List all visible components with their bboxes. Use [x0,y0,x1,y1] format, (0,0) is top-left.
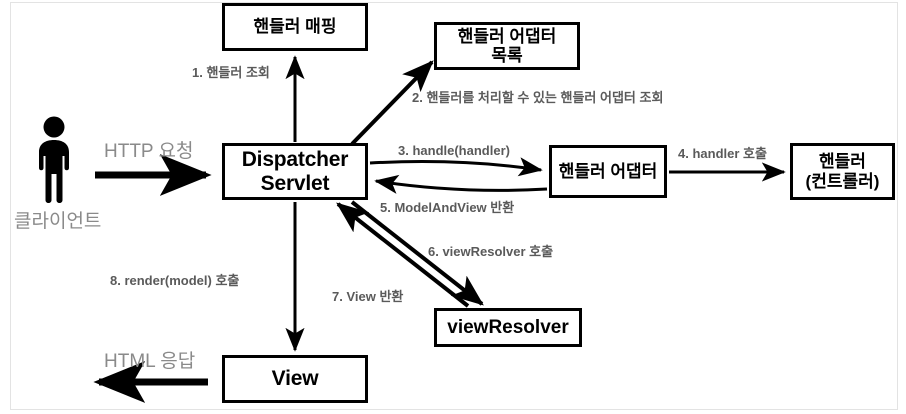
node-view[interactable]: View [222,355,368,403]
arrow-step-3 [369,157,543,177]
arrow-step-2 [350,60,434,146]
label-step-6: 6. viewResolver 호출 [428,244,554,259]
label-step-4: 4. handler 호출 [678,146,767,161]
node-handler-mapping[interactable]: 핸들러 매핑 [222,3,368,51]
label-http-response: HTML 응답 [104,351,196,372]
node-view-resolver[interactable]: viewResolver [434,308,582,347]
label-step-2: 2. 핸들러를 처리할 수 있는 핸들러 어댑터 조회 [412,90,664,105]
label-http-request: HTTP 요청 [104,141,194,162]
arrow-step-7 [336,202,470,308]
label-step-7: 7. View 반환 [332,289,404,304]
label-step-5: 5. ModelAndView 반환 [380,200,515,215]
label-client: 클라이언트 [14,211,102,232]
node-handler-adapter[interactable]: 핸들러 어댑터 [549,145,667,198]
node-dispatcher-servlet[interactable]: Dispatcher Servlet [222,143,368,200]
label-step-8: 8. render(model) 호출 [110,273,240,288]
arrow-step-5 [374,174,548,194]
label-step-1: 1. 핸들러 조회 [192,65,270,80]
node-handler-controller[interactable]: 핸들러 (컨트롤러) [790,143,895,200]
label-step-3: 3. handle(handler) [398,143,510,158]
node-handler-adapter-list[interactable]: 핸들러 어댑터 목록 [434,22,580,70]
person-icon [39,116,69,203]
arrow-step-6 [350,200,484,306]
